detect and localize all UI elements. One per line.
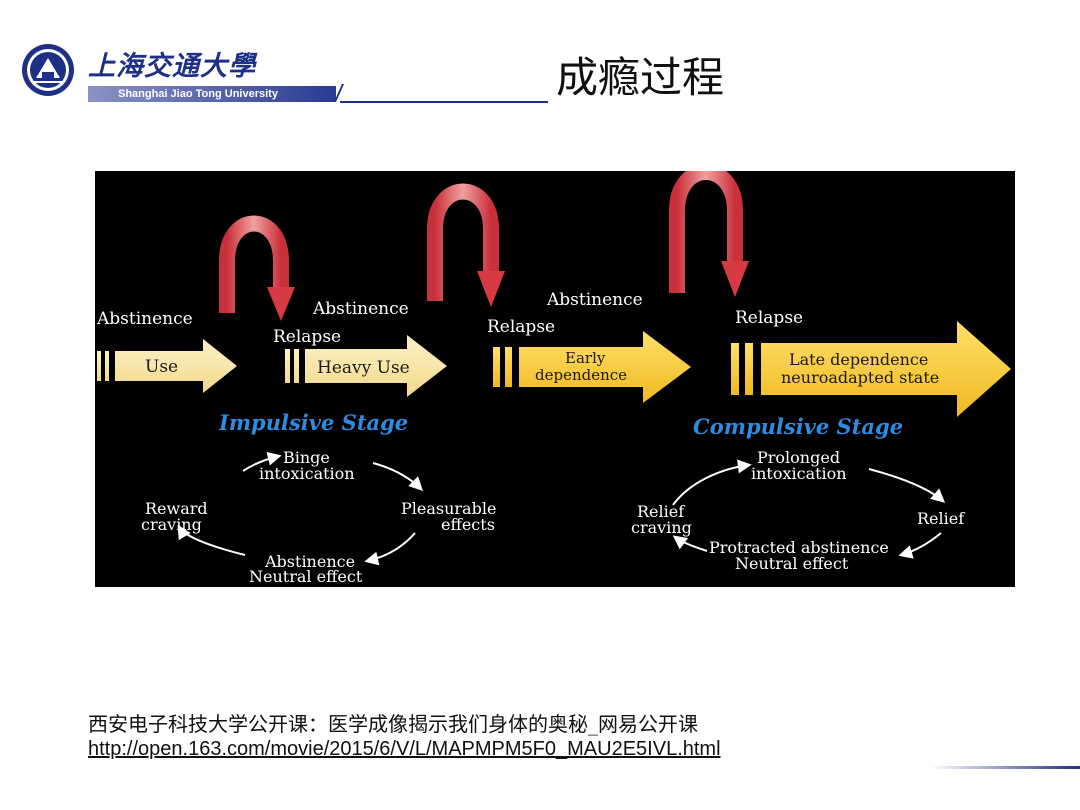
binge-label: Binge	[283, 448, 330, 467]
relapse-arrow-1	[219, 215, 295, 321]
use-arrow: Use	[97, 339, 237, 393]
effects-label: effects	[441, 515, 495, 534]
relapse-arrow-3	[669, 171, 749, 297]
late-dependence-arrow: Late dependence neuroadapted state	[731, 321, 1011, 417]
diagram-canvas: Abstinence Relapse Abstinence Relapse Ab…	[96, 171, 1011, 586]
neutral-effect-label: Neutral effect	[249, 567, 363, 586]
impulsive-stage-title: Impulsive Stage	[218, 410, 408, 435]
heavy-use-arrow: Heavy Use	[285, 335, 447, 397]
relapse-arrow-2	[427, 183, 505, 307]
relapse-label-2: Relapse	[487, 317, 555, 337]
relapse-label-1: Relapse	[273, 327, 341, 347]
logo-slash-decoration	[334, 84, 344, 102]
abstinence-label-3: Abstinence	[546, 290, 643, 310]
compulsive-stage-title: Compulsive Stage	[693, 414, 903, 439]
reward-label: Reward	[145, 499, 208, 518]
source-link[interactable]: http://open.163.com/movie/2015/6/V/L/MAP…	[88, 738, 721, 760]
pleasurable-label: Pleasurable	[401, 499, 496, 518]
relief-label: Relief	[917, 509, 965, 528]
source-title: 西安电子科技大学公开课：医学成像揭示我们身体的奥秘_网易公开课	[88, 712, 698, 736]
header: 上海交通大學 Shanghai Jiao Tong University 成瘾过…	[0, 0, 1080, 130]
university-name-en: Shanghai Jiao Tong University	[118, 88, 278, 100]
late-label-1: Late dependence	[789, 350, 928, 369]
abstinence-label-2: Abstinence	[312, 299, 409, 319]
impulsive-cycle: Binge intoxication Pleasurable effects A…	[141, 448, 496, 586]
use-label: Use	[145, 357, 178, 377]
late-label-2: neuroadapted state	[781, 368, 939, 387]
abstinence-cycle-label: Abstinence	[264, 552, 355, 571]
protracted-abstinence-label: Protracted abstinence	[709, 538, 889, 557]
intoxication-label-2: intoxication	[751, 464, 847, 483]
university-name-bar	[88, 86, 336, 102]
abstinence-label-1: Abstinence	[96, 309, 193, 329]
footer-rule	[930, 766, 1080, 769]
relapse-label-3: Relapse	[735, 308, 803, 328]
early-label-1: Early	[565, 349, 606, 367]
university-seal-icon	[22, 44, 74, 96]
prolonged-label: Prolonged	[757, 448, 840, 467]
intoxication-label: intoxication	[259, 464, 355, 483]
title-underline	[340, 101, 548, 103]
university-name-cn: 上海交通大學	[88, 51, 256, 82]
relief-craving-label-1: Relief	[637, 502, 685, 521]
heavy-use-label: Heavy Use	[317, 358, 410, 378]
craving-label: craving	[141, 515, 202, 534]
relief-craving-label-2: craving	[631, 518, 692, 537]
page-title: 成瘾过程	[556, 53, 725, 102]
early-dependence-arrow: Early dependence	[493, 331, 691, 403]
addiction-process-diagram: Abstinence Relapse Abstinence Relapse Ab…	[95, 171, 1015, 587]
early-label-2: dependence	[535, 366, 627, 384]
compulsive-cycle: Prolonged intoxication Relief Protracted…	[631, 448, 965, 573]
neutral-effect-label-2: Neutral effect	[735, 554, 849, 573]
